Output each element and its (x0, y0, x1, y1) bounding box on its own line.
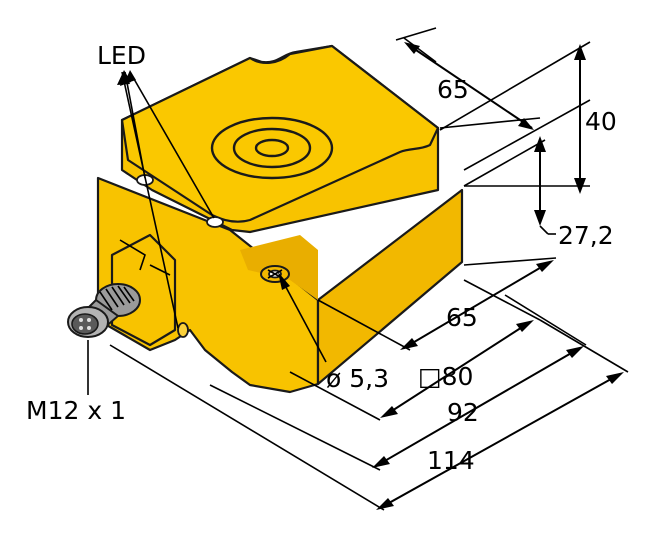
housing-side-face (316, 188, 464, 386)
mounting-hole (260, 265, 290, 283)
dim-square: □80 (289, 279, 541, 421)
led-label: LED (97, 41, 146, 70)
dim-114-label: 114 (427, 446, 475, 475)
sensor-housing (96, 44, 464, 394)
led-window-3 (177, 322, 189, 338)
dim-92-label: 92 (447, 398, 479, 427)
cap-top-surface (120, 44, 440, 223)
dim-height-total-label: 40 (585, 107, 617, 136)
connector-mount (110, 233, 177, 347)
target-rings (210, 116, 334, 180)
m12-connector (67, 283, 141, 338)
dim-height: 40 27,2 (439, 41, 617, 250)
led-leader-lines (121, 71, 215, 329)
dim-114: 114 (109, 319, 629, 511)
led-callout: LED (97, 41, 215, 329)
dim-front-width-label: 65 (446, 303, 478, 332)
connector-callout: M12 x 1 (26, 340, 126, 425)
dim-92: 92 (209, 294, 587, 471)
dim-hole: ø 5,3 (278, 272, 389, 393)
dim-hole-label: ø 5,3 (326, 364, 389, 393)
led-arrowheads (117, 70, 136, 86)
dim-height-body-label: 27,2 (558, 221, 614, 250)
dim-top-width: 65 (395, 27, 541, 130)
led-window-2 (206, 216, 224, 228)
dim-square-label: □80 (418, 362, 473, 391)
dim-front-width: 65 (317, 257, 557, 351)
dim-top-width-label: 65 (437, 75, 469, 104)
connector-label: M12 x 1 (26, 396, 126, 425)
